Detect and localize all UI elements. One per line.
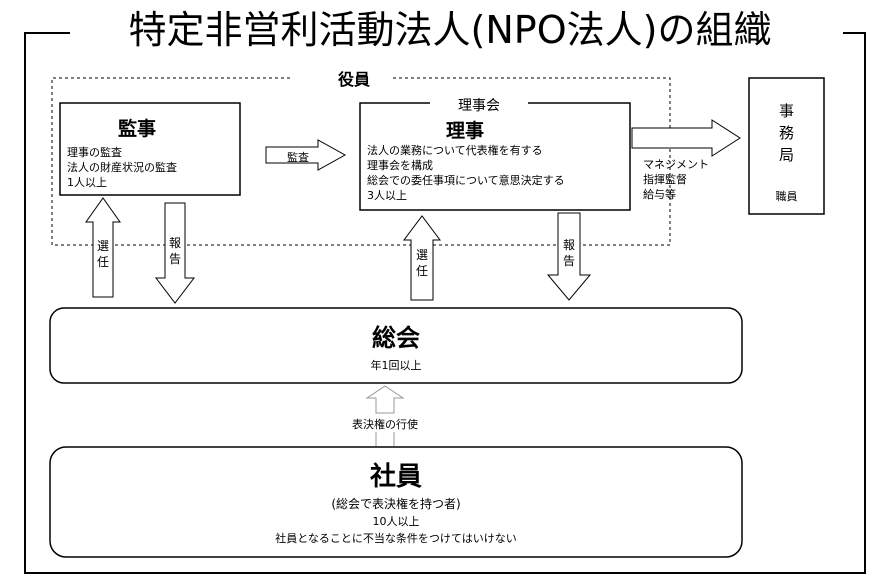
members-line: 社員となることに不当な条件をつけてはいけない (275, 532, 517, 545)
management-line: 指揮監督 (643, 173, 687, 186)
report-right-label: 報 告 (561, 237, 577, 269)
secretariat-staff: 職員 (775, 190, 798, 203)
management-labels: マネジメント 指揮監督 給与等 (643, 157, 709, 202)
officers-region (51, 77, 671, 246)
report-left-label: 報 告 (167, 235, 183, 267)
board-line: 総会での委任事項について意思決定する (367, 174, 565, 187)
elect-left-char: 選 (96, 239, 109, 253)
general-meeting-box (49, 307, 743, 384)
board-line: 3人以上 (367, 189, 407, 202)
management-arrow (631, 119, 741, 157)
elect-right-label: 選 任 (414, 247, 430, 279)
auditor-line: 1人以上 (67, 176, 107, 189)
auditor-line: 法人の財産状況の監査 (67, 161, 177, 174)
report-left-char: 報 (168, 236, 181, 250)
management-line: マネジメント (643, 158, 709, 171)
members-box (49, 446, 743, 558)
board-description: 法人の業務について代表権を有する 理事会を構成 総会での委任事項について意思決定… (367, 143, 565, 203)
elect-right-arrow (403, 215, 441, 301)
elect-left-arrow (85, 197, 121, 298)
board-line: 法人の業務について代表権を有する (367, 144, 543, 157)
secretariat-char: 局 (778, 146, 794, 164)
vote-label: 表決権の行使 (352, 418, 418, 431)
report-right-arrow (546, 212, 592, 301)
members-line: (総会で表決権を持つ者) (331, 497, 461, 511)
report-left-arrow (154, 202, 196, 304)
auditor-description: 理事の監査 法人の財産状況の監査 1人以上 (67, 145, 177, 190)
elect-right-char: 選 (415, 248, 428, 262)
general-meeting-title: 総会 (372, 324, 420, 352)
outer-frame (24, 32, 866, 574)
secretariat-char: 事 (778, 102, 794, 120)
secretariat-box (748, 77, 825, 215)
secretariat-char: 務 (778, 124, 794, 142)
report-left-char: 告 (168, 252, 181, 266)
auditor-line: 理事の監査 (67, 146, 122, 159)
auditor-title: 監事 (118, 118, 157, 140)
secretariat-title: 事 務 局 (749, 100, 824, 166)
board-title: 理事 (446, 120, 485, 142)
general-meeting-sub: 年1回以上 (370, 359, 422, 372)
board-line: 理事会を構成 (367, 159, 433, 172)
page-title: 特定非営利活動法人(NPO法人)の組織 (128, 8, 772, 52)
audit-label: 監査 (287, 151, 309, 164)
elect-left-char: 任 (96, 255, 109, 269)
members-line: 10人以上 (372, 515, 420, 528)
elect-left-label: 選 任 (95, 238, 111, 270)
report-right-char: 告 (562, 254, 575, 268)
report-right-char: 報 (562, 238, 575, 252)
elect-right-char: 任 (415, 264, 428, 278)
board-label: 理事会 (458, 98, 500, 114)
auditor-box (59, 102, 241, 196)
members-title: 社員 (369, 462, 422, 492)
audit-arrow (265, 139, 347, 171)
management-line: 給与等 (643, 188, 676, 201)
vote-arrow (365, 385, 405, 414)
board-box (359, 102, 631, 211)
officers-label: 役員 (337, 70, 370, 89)
members-description: (総会で表決権を持つ者) 10人以上 社員となることに不当な条件をつけてはいけな… (50, 496, 742, 547)
